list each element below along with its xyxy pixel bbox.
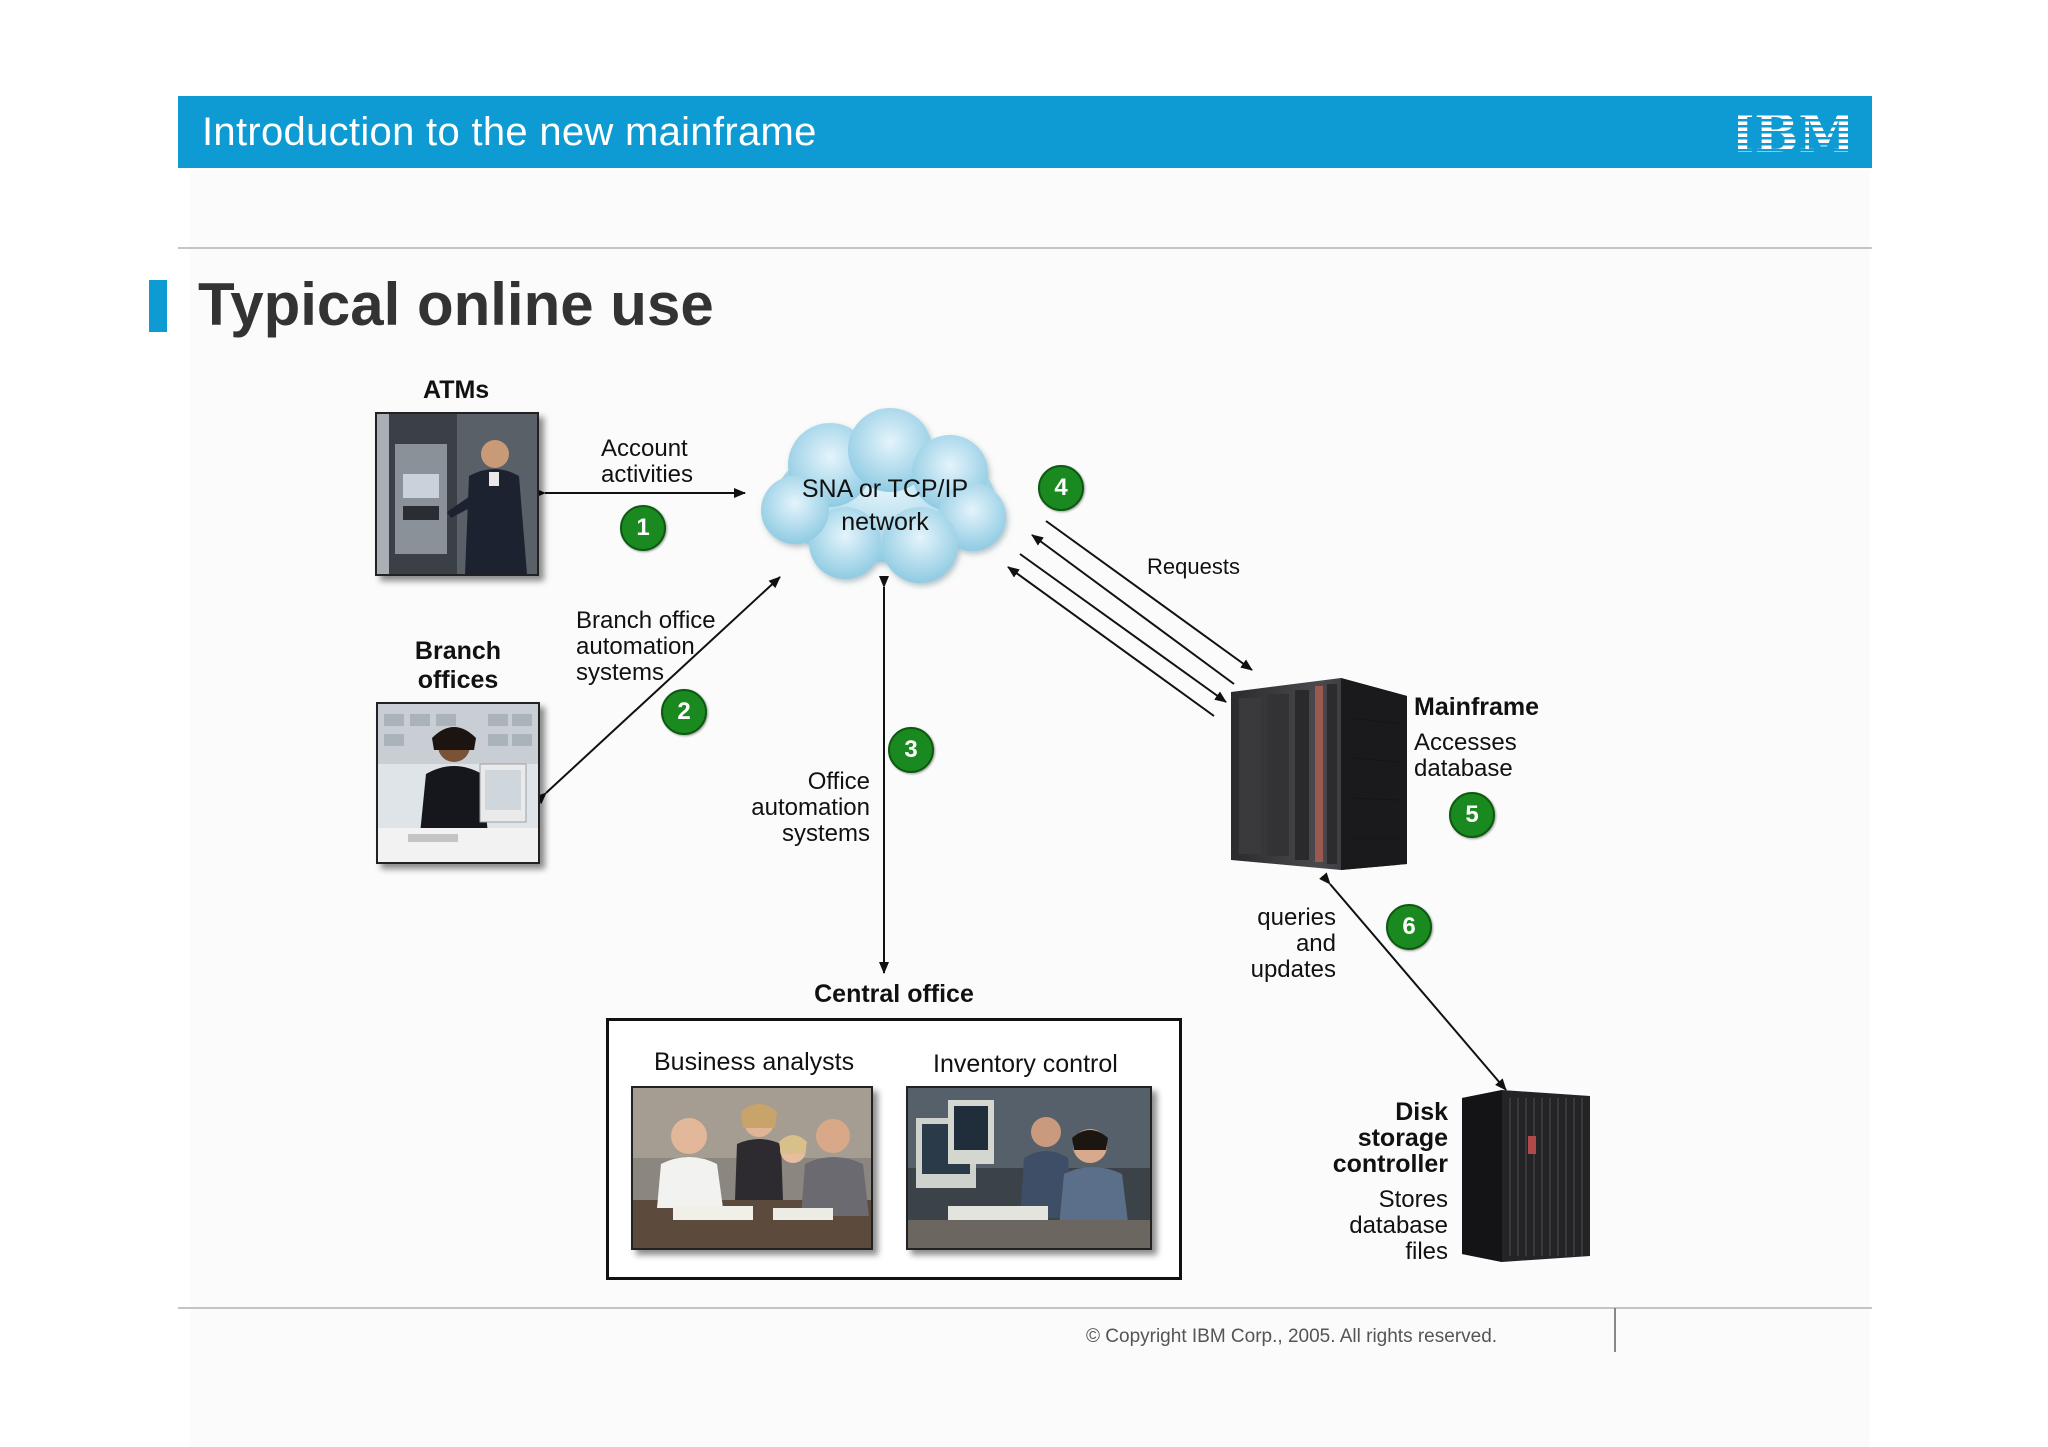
office-automation-label: Office automation systems bbox=[728, 769, 870, 847]
network-label-line1: SNA or TCP/IP bbox=[801, 475, 969, 503]
queries-line2: and bbox=[1295, 930, 1336, 957]
atm-photo bbox=[375, 412, 539, 576]
footer-copyright: © Copyright IBM Corp., 2005. All rights … bbox=[1086, 1326, 1498, 1347]
branch-offices-label: Branch offices bbox=[398, 637, 518, 695]
step-2-badge: 2 bbox=[661, 689, 707, 735]
business-analysts-photo bbox=[631, 1086, 873, 1250]
step-4-badge: 4 bbox=[1038, 465, 1084, 511]
branch-automation-line1: Branch office bbox=[576, 607, 716, 634]
step-3-badge: 3 bbox=[888, 727, 934, 773]
network-label: SNA or TCP/IP network bbox=[790, 473, 980, 539]
disk-label-line1: Disk bbox=[1395, 1098, 1448, 1126]
office-automation-line1: Office bbox=[807, 768, 870, 795]
disk-label-line3: controller bbox=[1332, 1150, 1448, 1178]
central-office-label: Central office bbox=[814, 980, 974, 1008]
ibm-logo: IBM bbox=[1730, 104, 1856, 165]
disk-storage-label: Disk storage controller bbox=[1290, 1099, 1448, 1177]
queries-line1: queries bbox=[1257, 904, 1336, 931]
central-office-box: Business analysts Inventory control bbox=[606, 1018, 1182, 1280]
branch-automation-label: Branch office automation systems bbox=[576, 608, 716, 686]
step-5-badge: 5 bbox=[1449, 792, 1495, 838]
inventory-control-photo bbox=[906, 1086, 1152, 1250]
header-title: Introduction to the new mainframe bbox=[202, 110, 817, 154]
account-activities-line1: Account bbox=[601, 435, 688, 462]
mainframe-label: Mainframe bbox=[1414, 693, 1540, 721]
queries-updates-label: queries and updates bbox=[1196, 905, 1336, 983]
business-analysts-label: Business analysts bbox=[654, 1048, 855, 1076]
header-band: Introduction to the new mainframe IBM bbox=[178, 96, 1872, 168]
branch-offices-line2: offices bbox=[417, 666, 499, 694]
disk-desc-line3: files bbox=[1405, 1238, 1448, 1265]
slide-title: Typical online use bbox=[198, 271, 714, 338]
atms-label: ATMs bbox=[423, 376, 490, 404]
mainframe-desc-line1: Accesses bbox=[1414, 729, 1517, 756]
mainframe-desc-line2: database bbox=[1414, 755, 1513, 782]
office-automation-line3: systems bbox=[781, 820, 870, 847]
disk-desc-line2: database bbox=[1349, 1212, 1448, 1239]
branch-automation-line3: systems bbox=[576, 659, 665, 686]
disk-desc-line1: Stores bbox=[1378, 1186, 1448, 1213]
requests-label: Requests bbox=[1147, 554, 1240, 579]
account-activities-label: Account activities bbox=[601, 436, 693, 488]
disk-storage-icon bbox=[1462, 1090, 1590, 1262]
footer-rule bbox=[178, 1307, 1872, 1309]
office-automation-line2: automation bbox=[751, 794, 870, 821]
inventory-control-label: Inventory control bbox=[933, 1050, 1118, 1078]
request-arrow-4 bbox=[1007, 566, 1215, 717]
queries-line3: updates bbox=[1250, 956, 1336, 983]
branch-office-photo bbox=[376, 702, 540, 864]
svg-text:IBM: IBM bbox=[1738, 108, 1848, 156]
branch-automation-line2: automation bbox=[576, 633, 695, 660]
footer-divider bbox=[1614, 1308, 1616, 1352]
request-arrow-2 bbox=[1031, 534, 1235, 685]
request-arrow-1 bbox=[1045, 520, 1253, 671]
network-label-line2: network bbox=[841, 508, 929, 536]
title-marker bbox=[149, 280, 167, 332]
header-rule bbox=[178, 247, 1872, 249]
branch-offices-line1: Branch bbox=[414, 637, 502, 665]
mainframe-disk-arrow bbox=[1319, 872, 1507, 1091]
step-1-badge: 1 bbox=[620, 505, 666, 551]
branch-network-arrow bbox=[534, 576, 781, 805]
disk-storage-description: Stores database files bbox=[1300, 1187, 1448, 1265]
step-6-badge: 6 bbox=[1386, 904, 1432, 950]
account-activities-line2: activities bbox=[601, 461, 694, 488]
disk-label-line2: storage bbox=[1357, 1124, 1448, 1152]
request-arrow-3 bbox=[1019, 553, 1227, 703]
network-cloud-icon bbox=[761, 408, 1006, 583]
mainframe-description: Accesses database bbox=[1414, 730, 1517, 782]
mainframe-icon bbox=[1231, 678, 1407, 870]
